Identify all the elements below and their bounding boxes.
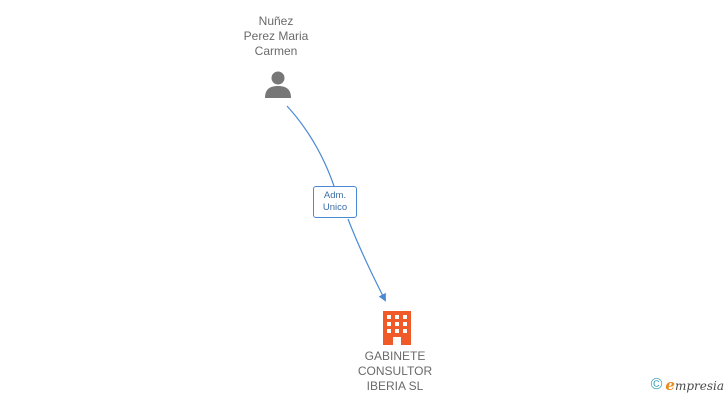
copyright-icon: © <box>650 376 663 393</box>
relation-label-line-2: Unico <box>322 202 348 213</box>
building-icon[interactable] <box>380 310 414 346</box>
brand-rest: mpresia <box>674 379 724 393</box>
person-name[interactable]: Nuñez Perez Maria Carmen <box>216 14 336 59</box>
brand-first-letter: e <box>665 376 675 394</box>
relation-label[interactable]: Adm. Unico <box>313 186 357 218</box>
company-name[interactable]: GABINETE CONSULTOR IBERIA SL <box>325 349 465 394</box>
company-name-line-2: CONSULTOR <box>357 364 433 378</box>
person-name-line-2: Perez Maria <box>243 29 309 43</box>
company-name-line-3: IBERIA SL <box>366 379 424 393</box>
company-name-line-1: GABINETE <box>364 349 426 363</box>
relation-edge <box>286 105 385 300</box>
brand-name: empresia <box>665 376 724 394</box>
brand-logo: © empresia <box>651 376 724 394</box>
person-name-line-1: Nuñez <box>258 14 294 28</box>
relation-label-line-1: Adm. <box>323 190 347 201</box>
person-icon[interactable] <box>263 70 293 100</box>
person-name-line-3: Carmen <box>254 44 298 58</box>
